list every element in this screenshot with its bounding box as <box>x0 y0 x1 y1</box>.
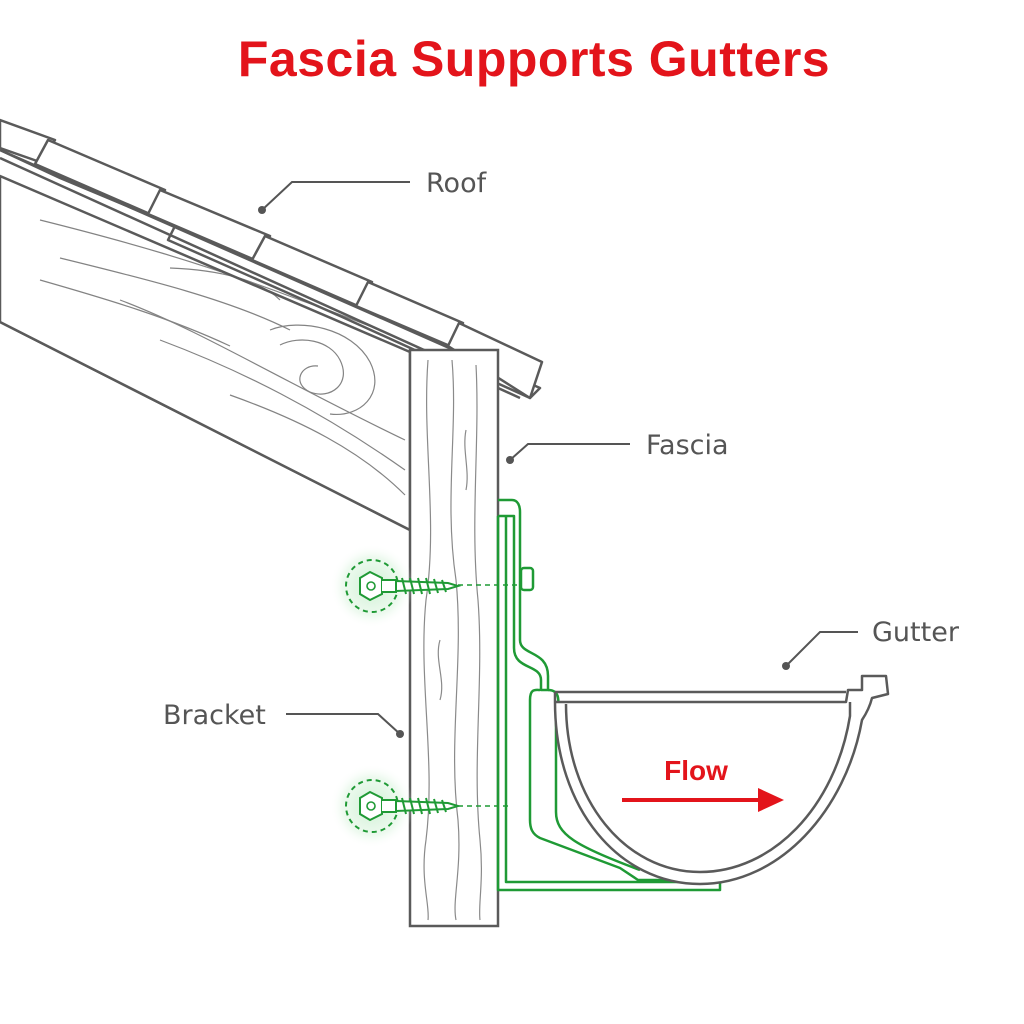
screw-icon <box>330 544 462 628</box>
gutter <box>553 674 890 886</box>
gutter-leader <box>785 631 858 667</box>
gutter-label: Gutter <box>872 617 960 648</box>
bracket-callout: Bracket <box>163 700 404 738</box>
bracket-label: Bracket <box>163 700 266 731</box>
fascia-label: Fascia <box>646 430 729 461</box>
flow-label: Flow <box>664 755 728 786</box>
gutter-bracket <box>458 498 722 892</box>
diagram-title: Fascia Supports Gutters <box>237 31 831 87</box>
screw-icon <box>330 764 462 848</box>
fascia-leader <box>509 443 630 461</box>
fascia-wood-grain <box>423 359 482 921</box>
roof <box>0 118 544 532</box>
roof-label: Roof <box>426 168 488 199</box>
gutter-callout: Gutter <box>782 617 960 670</box>
fascia-callout: Fascia <box>506 430 729 464</box>
fascia-board <box>408 348 500 928</box>
roof-leader <box>261 181 410 211</box>
bracket-leader <box>286 713 401 735</box>
arrow-right-icon <box>622 788 784 812</box>
roof-callout: Roof <box>258 168 488 214</box>
bracket-bolt-head <box>519 566 535 592</box>
